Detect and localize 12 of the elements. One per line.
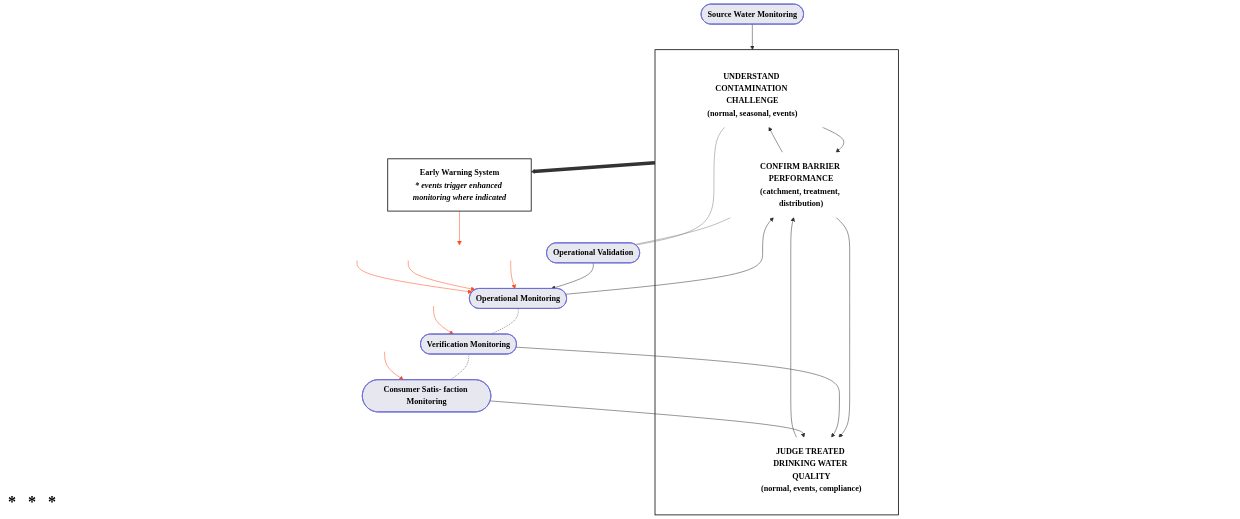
arrow bbox=[531, 160, 656, 174]
node-text: JUDGE TREATED DRINKING WATER QUALITY (normal, events, compliance) bbox=[760, 446, 862, 493]
node-text: UNDERSTAND CONTAMINATION CHALLENGE (normal, seasonal, events) bbox=[707, 71, 798, 118]
connector-line bbox=[635, 126, 726, 246]
node-box: Early Warning System * events trigger enhanced monitoring where indicated bbox=[387, 158, 532, 212]
asterisk-note: * bbox=[48, 493, 56, 511]
connector-line bbox=[490, 308, 519, 335]
node-text: CONFIRM BARRIER PERFORMANCE (catchment, treatment, distribution) bbox=[760, 161, 840, 208]
connector-line bbox=[634, 216, 732, 245]
asterisk-note: * bbox=[28, 493, 36, 511]
cluster bbox=[654, 49, 899, 516]
asterisk-note: * bbox=[8, 493, 16, 511]
